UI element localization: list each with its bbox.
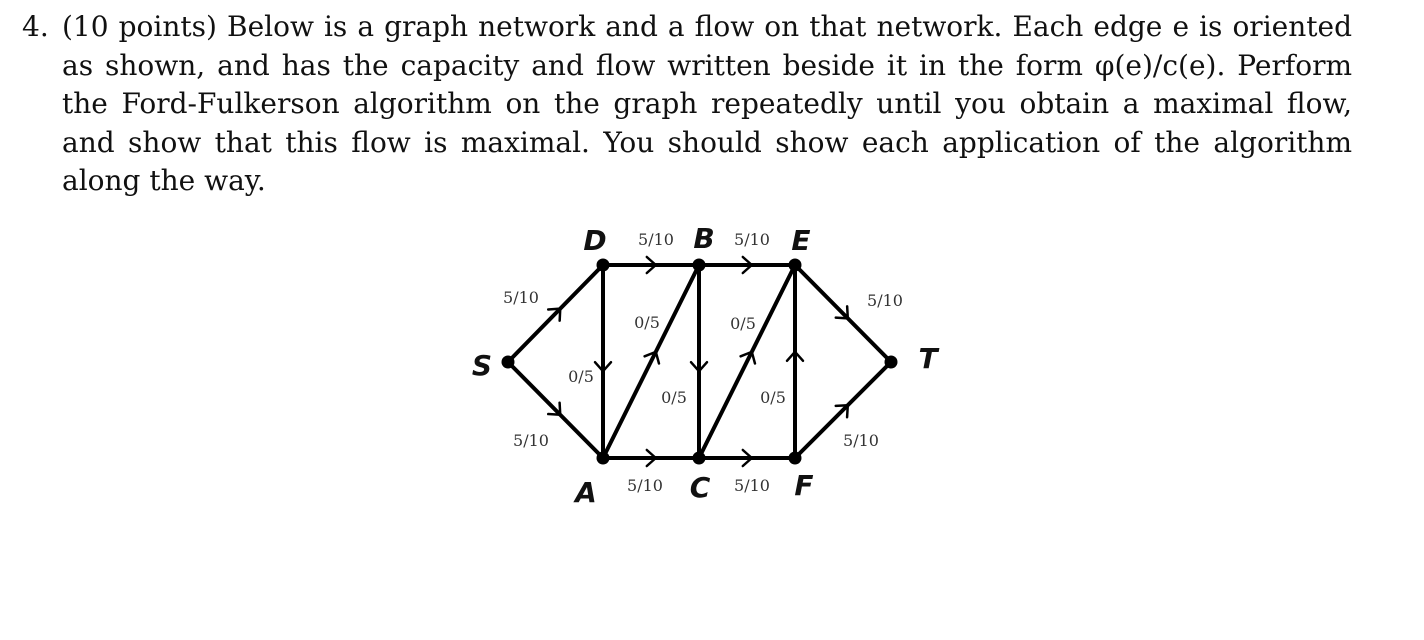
edge-b-e [697,255,797,275]
edge-label-b-e: 5/10 [734,230,770,249]
node-label-s: S [472,349,492,382]
labels-layer: 5/10 5/10 5/10 5/10 5/10 5/10 5/10 5/10 0/5 0/5 0/… [472,222,940,509]
edge-label-d-b: 5/10 [638,230,674,249]
edge-c-f [697,448,797,468]
edge-label-c-e: 0/5 [661,388,687,407]
edge-arrow-e-t [834,305,850,320]
edge-arrow-d-b [645,255,658,275]
edge-label-s-d: 5/10 [503,288,539,307]
node-f [788,451,802,465]
problem-text: (10 points) Below is a graph network and… [62,10,1352,197]
node-label-d: D [583,224,606,257]
edge-arrow-s-d [546,307,562,322]
edge-b-c [689,263,709,460]
node-label-a: A [573,476,597,509]
node-d [596,258,610,272]
edge-a-c [601,448,701,468]
node-s [501,355,515,369]
node-label-f: F [794,469,813,502]
edge-arrow-c-f [741,448,754,468]
node-e [788,258,802,272]
edge-d-b [601,255,701,275]
edge-arrow-a-c [645,448,658,468]
problem-statement: 4. (10 points) Below is a graph network … [22,8,1352,201]
node-a [596,451,610,465]
node-c [692,451,706,465]
edge-label-f-t: 5/10 [843,431,879,450]
edge-c-e [697,263,797,460]
edge-arrow-a-b [643,350,661,365]
edge-label-f-e: 0/5 [760,388,786,407]
edge-arrow-c-e [739,350,757,365]
edge-f-e [785,263,805,460]
edge-arrow-d-a [593,360,613,373]
nodes-layer [501,258,898,465]
edges-layer [506,255,893,468]
edge-arrow-f-t [834,403,850,419]
edge-label-d-a: 0/5 [568,367,594,386]
node-label-c: C [690,471,711,504]
edge-f-t [793,360,893,460]
node-t [884,355,898,369]
edge-e-t [793,263,893,364]
edge-s-d [506,263,605,364]
node-label-t: T [918,342,939,375]
edge-label-s-a: 5/10 [513,431,549,450]
node-b [692,258,706,272]
edge-arrow-b-c [689,360,709,373]
problem-number: 4. [22,10,49,43]
edge-a-b [601,263,701,460]
edge-label-a-c: 5/10 [627,476,663,495]
edge-s-a [506,360,605,460]
edge-label-a-b: 0/5 [634,313,660,332]
edge-d-a [593,263,613,460]
node-label-e: E [791,224,810,257]
edge-arrow-s-a [546,401,562,417]
edge-label-c-f: 5/10 [734,476,770,495]
edge-arrow-b-e [741,255,754,275]
edge-label-e-t: 5/10 [867,291,903,310]
edge-arrow-f-e [785,350,805,363]
node-label-b: B [693,222,714,255]
edge-label-b-c: 0/5 [730,314,756,333]
